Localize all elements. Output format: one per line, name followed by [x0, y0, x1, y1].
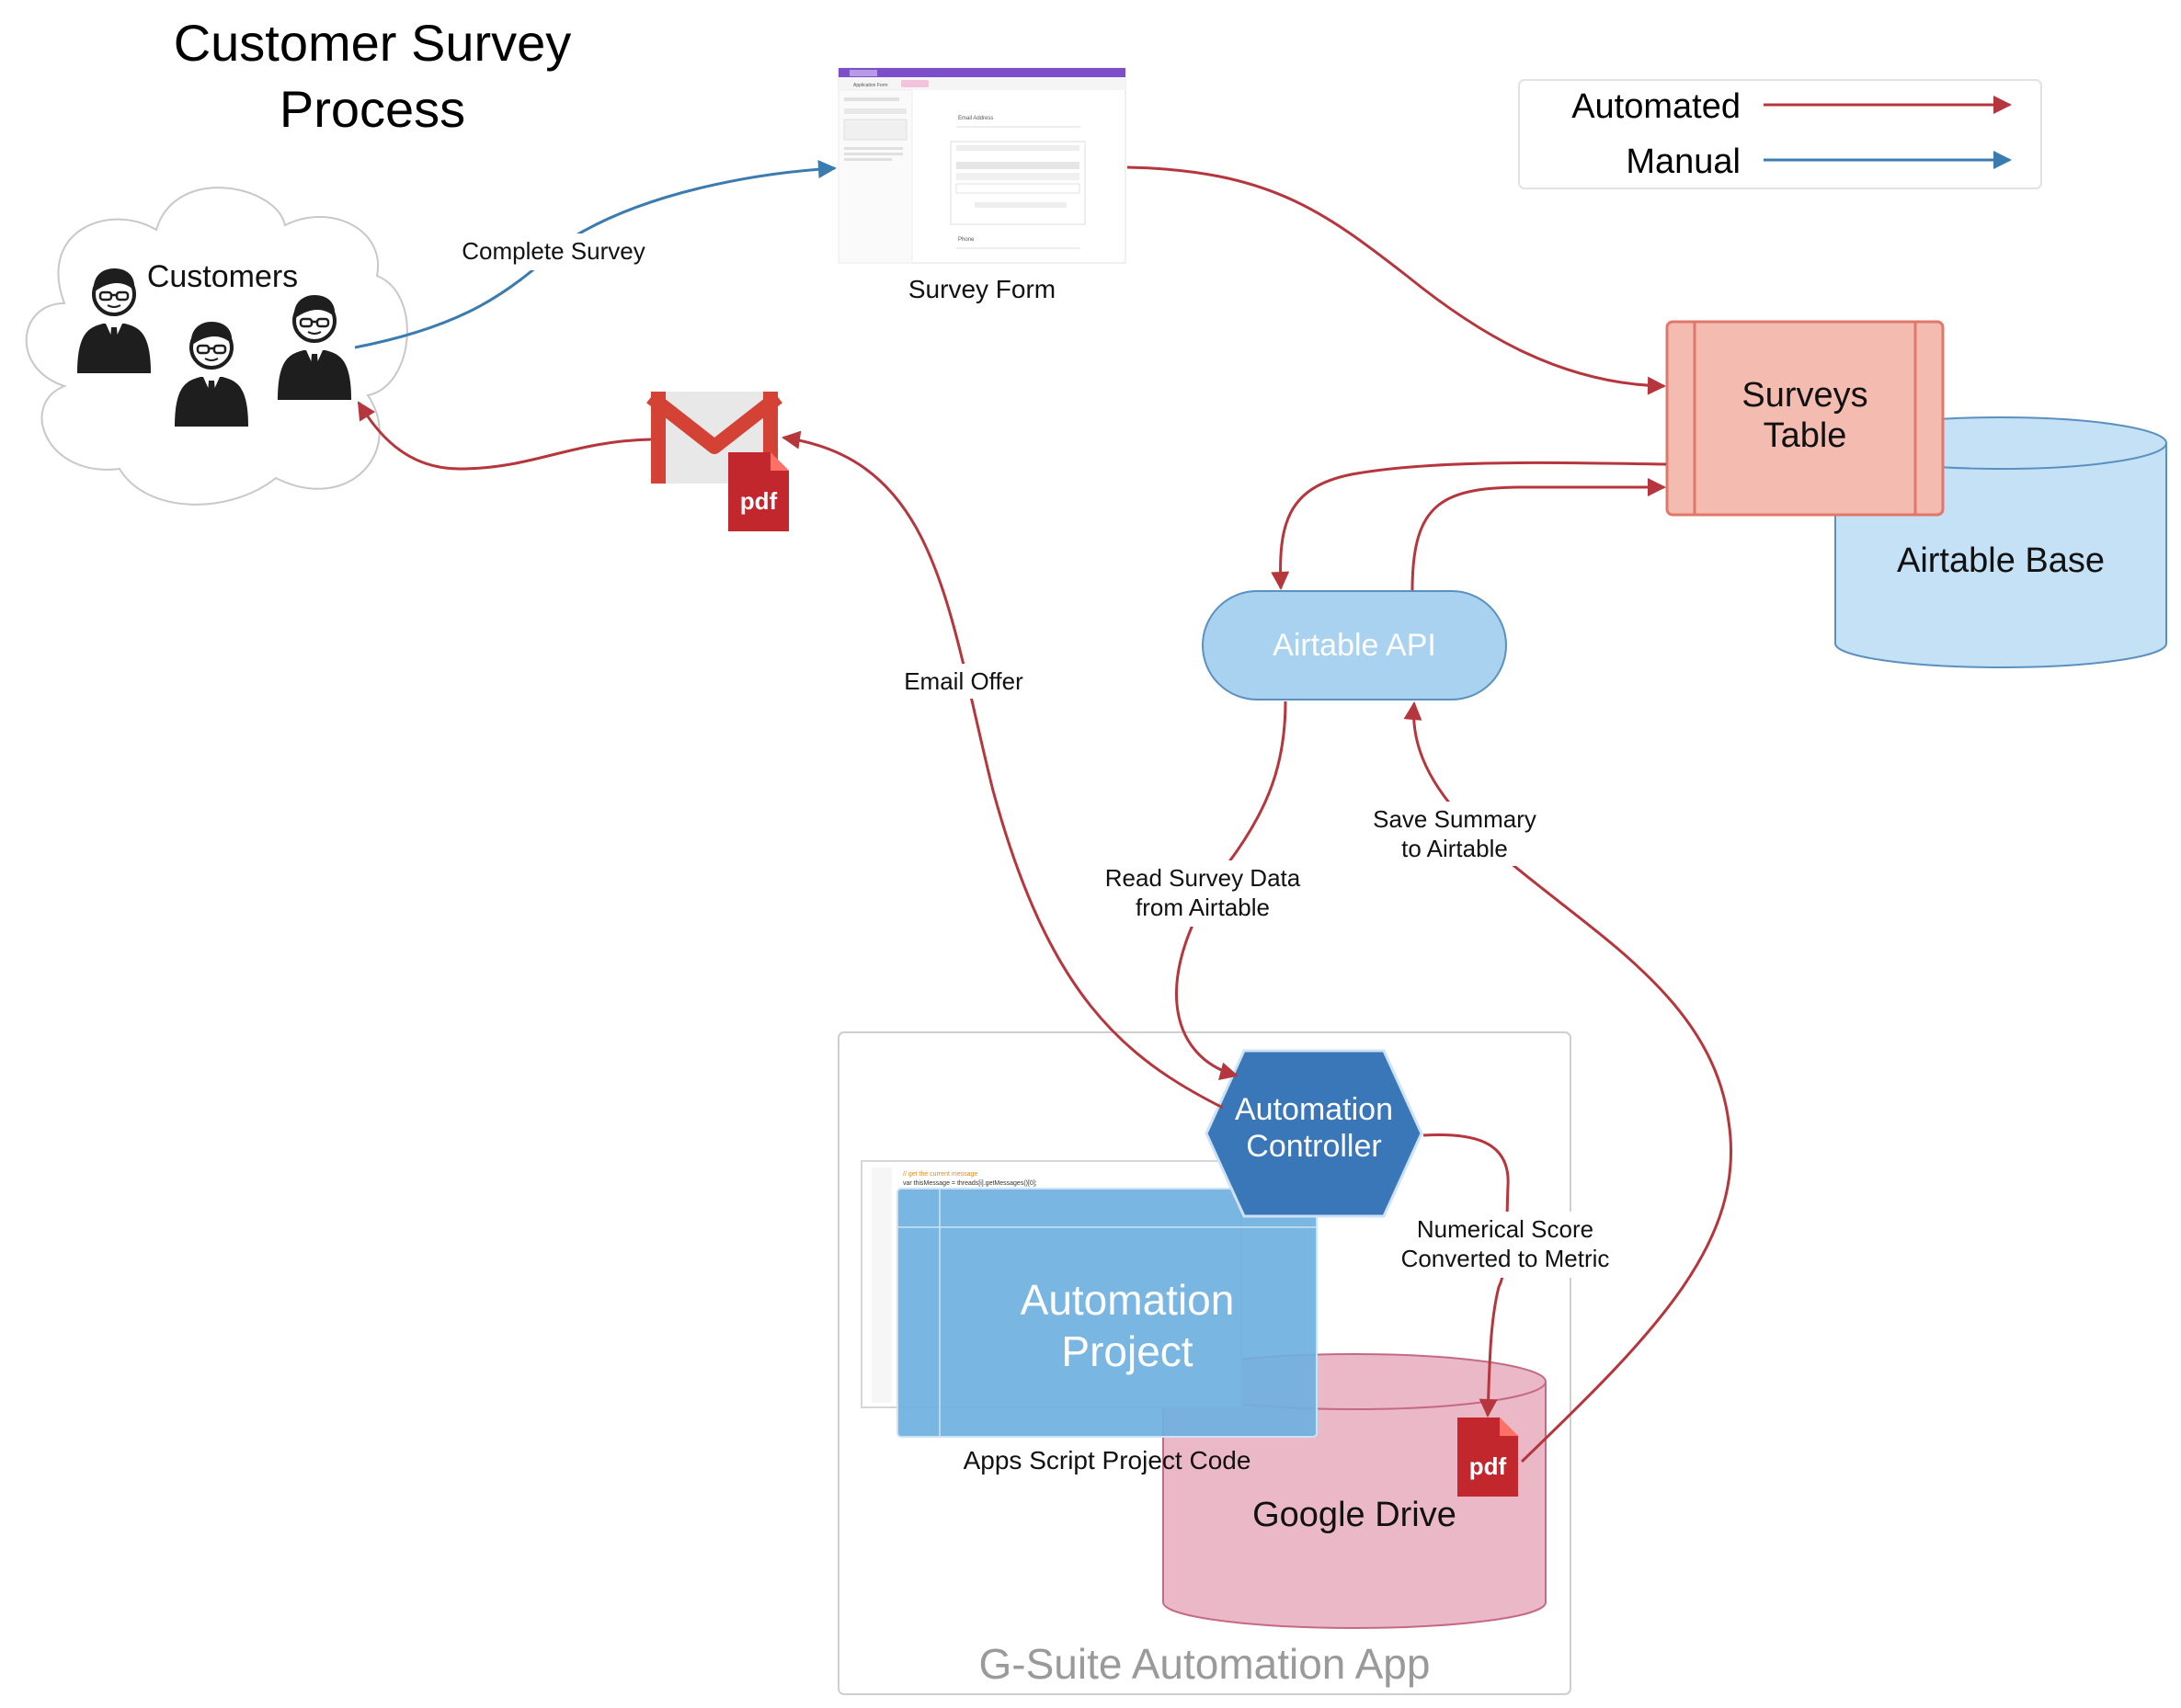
survey-form-field-phone: Phone	[958, 237, 975, 243]
customers-label: Customers	[147, 259, 298, 294]
code-line: var thisMessage = threads[i].getMessages…	[903, 1180, 1037, 1187]
apps-script-code-label: Apps Script Project Code	[964, 1446, 1251, 1475]
edge-label-numerical-score-line-1: Numerical Score	[1417, 1215, 1593, 1243]
pdf-file-icon: pdf	[1457, 1418, 1518, 1497]
edge-label-save-summary-line-1: Save Summary	[1373, 805, 1536, 833]
customers-cloud: Customers	[25, 187, 408, 506]
edge-form-to-table	[1126, 165, 1666, 395]
edge-label-save-summary-line-2: to Airtable	[1401, 835, 1508, 862]
gsuite-app-label: G-Suite Automation App	[979, 1640, 1431, 1688]
pdf-badge-label: pdf	[740, 487, 778, 515]
automation-controller-label-line-2: Controller	[1246, 1129, 1381, 1164]
surveys-table-node: Surveys Table	[1665, 320, 1945, 517]
surveys-table-label-line-2: Table	[1764, 416, 1847, 455]
automation-project-label-line-2: Project	[1061, 1327, 1193, 1375]
automation-controller-node: Automation Controller	[1205, 1049, 1423, 1218]
edge-email-offer	[782, 430, 1224, 1110]
survey-form-tab-label: Application Form	[853, 83, 888, 88]
surveys-table-label-line-1: Surveys	[1741, 376, 1867, 415]
code-comment-line: // get the current message	[903, 1171, 977, 1178]
edge-label-email-offer: Email Offer	[904, 667, 1023, 695]
airtable-base-label: Airtable Base	[1897, 541, 2105, 580]
survey-form-screenshot: Application Form Email Address Phone Sur…	[838, 67, 1126, 303]
pdf-file-icon: pdf	[728, 452, 789, 531]
diagram-title-line-2: Process	[280, 80, 465, 138]
edge-label-read-survey-line-1: Read Survey Data	[1105, 864, 1301, 892]
edge-api-to-table	[1410, 478, 1666, 591]
google-drive-label: Google Drive	[1252, 1496, 1456, 1534]
pdf-badge-label: pdf	[1469, 1452, 1507, 1480]
edge-save-summary	[1403, 701, 1733, 1463]
automation-controller-label-line-1: Automation	[1235, 1092, 1393, 1127]
edge-label-complete-survey: Complete Survey	[462, 237, 645, 265]
legend: Automated Manual	[1518, 79, 2042, 189]
edge-email-to-customers	[357, 401, 652, 471]
airtable-api-label: Airtable API	[1273, 628, 1436, 663]
legend-manual-label: Manual	[1626, 142, 1741, 181]
airtable-api-node: Airtable API	[1202, 590, 1507, 700]
edge-label-read-survey-line-2: from Airtable	[1136, 894, 1270, 921]
legend-automated-label: Automated	[1571, 87, 1741, 126]
edge-label-numerical-score-line-2: Converted to Metric	[1401, 1245, 1610, 1272]
survey-form-field-email: Email Address	[958, 116, 993, 121]
automation-project-node: Automation Project Apps Script Project C…	[896, 1188, 1318, 1475]
survey-form-label: Survey Form	[908, 275, 1056, 303]
edge-table-to-api	[1271, 461, 1667, 590]
diagram-title-line-1: Customer Survey	[174, 14, 572, 72]
automation-project-label-line-1: Automation	[1021, 1276, 1235, 1324]
